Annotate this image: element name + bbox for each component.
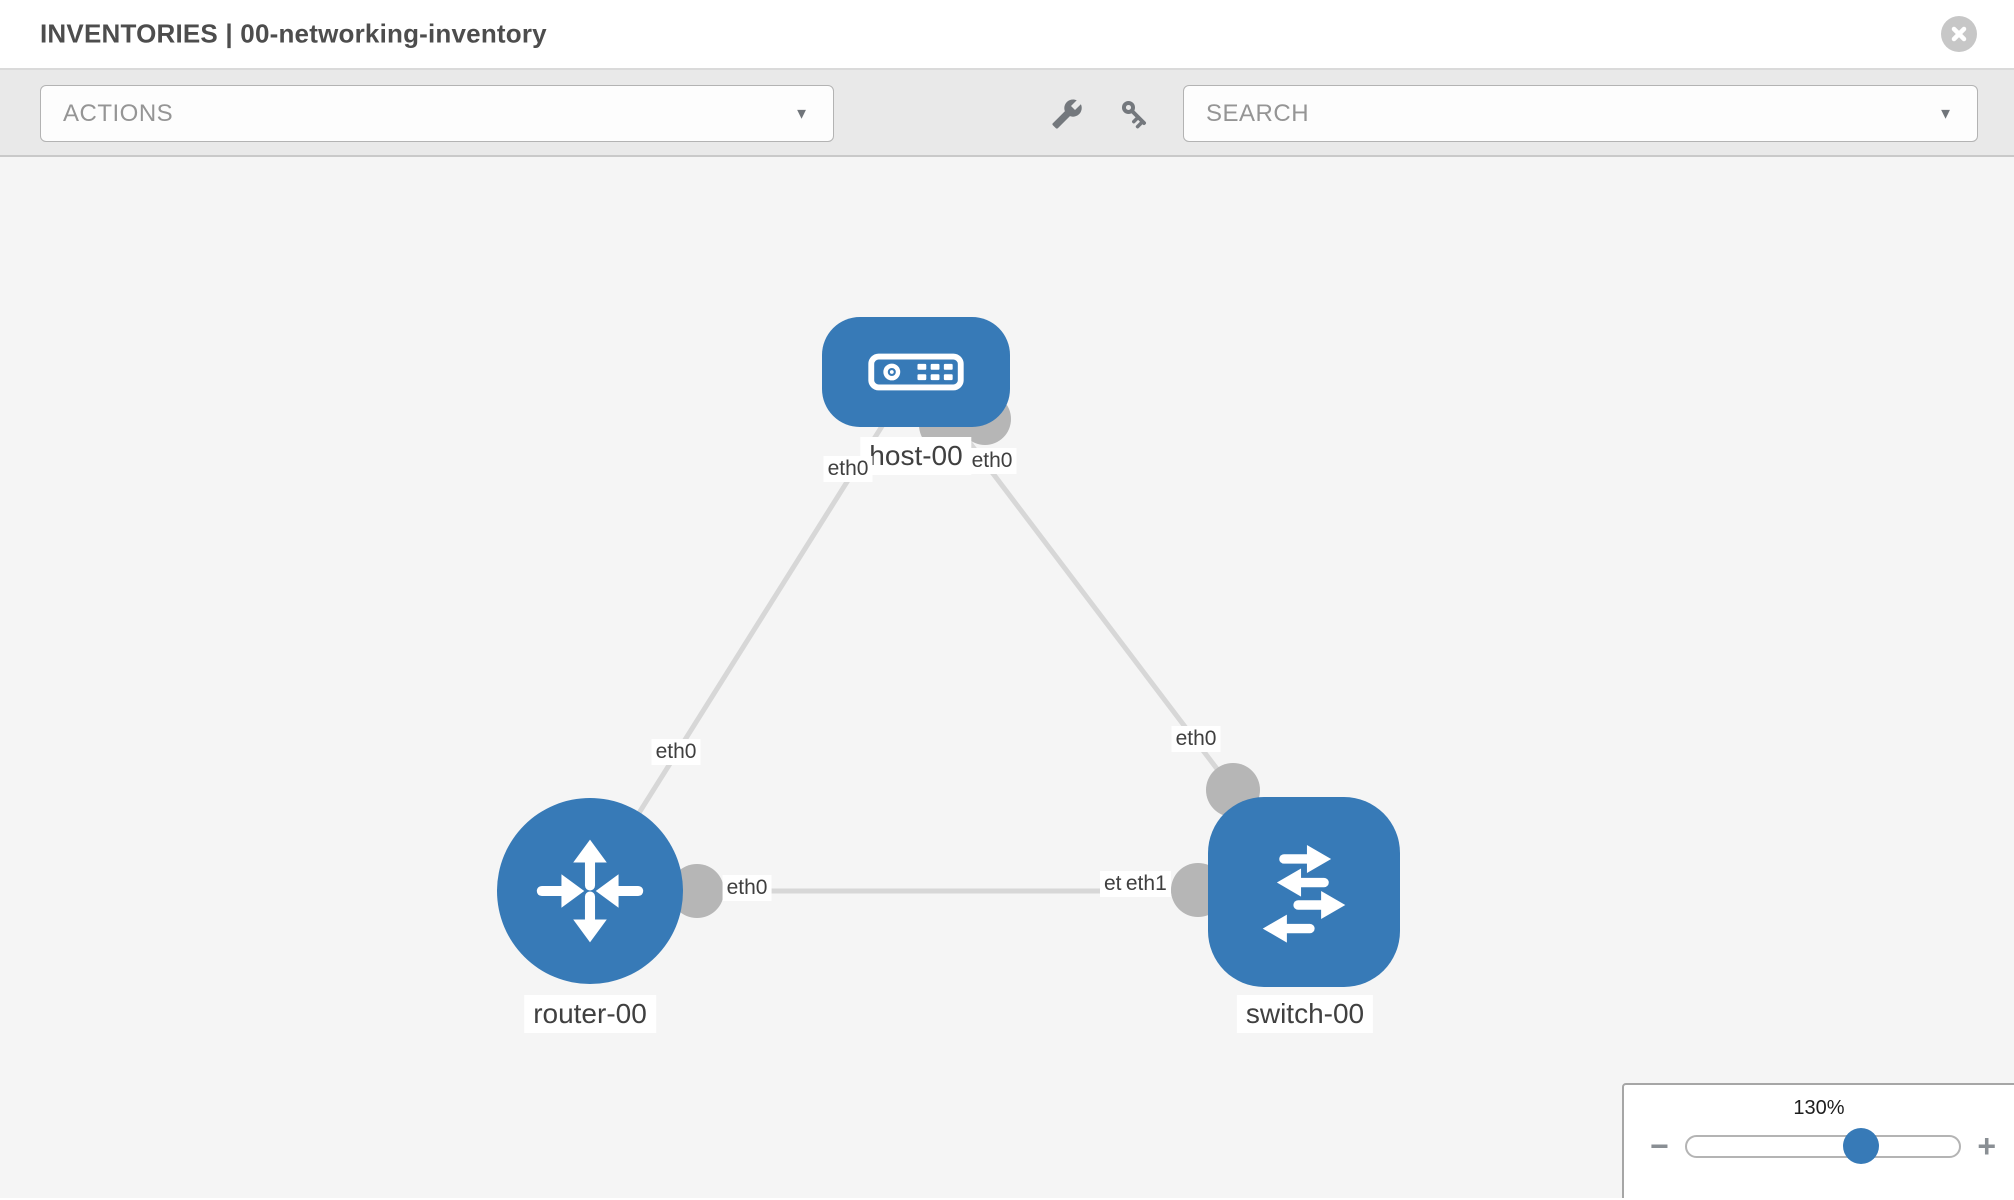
wrench-icon [1052, 99, 1082, 129]
zoom-slider-track[interactable] [1684, 1128, 1962, 1164]
page-title: INVENTORIES | 00-networking-inventory [40, 18, 547, 49]
node-switch[interactable] [1208, 797, 1400, 987]
chevron-down-icon: ▼ [1938, 105, 1953, 122]
port-label: eth0 [722, 875, 772, 901]
node-host[interactable] [822, 317, 1010, 427]
close-button[interactable] [1941, 16, 1977, 52]
close-icon [1951, 26, 1967, 42]
key-button[interactable] [1115, 94, 1155, 134]
zoom-in-button[interactable]: + [1977, 1128, 1996, 1164]
toolbar: ACTIONS ▼ SEARCH ▼ [0, 70, 2014, 157]
search-dropdown[interactable]: SEARCH ▼ [1183, 85, 1978, 142]
topology-links-layer [587, 370, 1304, 918]
port-label: eth0 [1171, 726, 1221, 752]
node-label-switch: switch-00 [1236, 995, 1374, 1033]
router-icon [536, 839, 644, 943]
host-icon [868, 353, 964, 391]
node-label-host: host-00 [860, 437, 972, 475]
actions-dropdown[interactable]: ACTIONS ▼ [40, 85, 834, 142]
zoom-panel: 130% − + [1622, 1083, 2014, 1198]
search-label: SEARCH [1206, 99, 1310, 127]
node-router[interactable] [497, 798, 683, 984]
zoom-out-button[interactable]: − [1650, 1128, 1669, 1164]
header-bar: INVENTORIES | 00-networking-inventory [0, 0, 2014, 70]
actions-label: ACTIONS [63, 99, 174, 127]
port-label: eth1 [1121, 871, 1171, 897]
port-label: eth0 [823, 456, 873, 482]
node-label-router: router-00 [524, 995, 656, 1033]
key-icon [1121, 100, 1146, 129]
topology-canvas[interactable]: host-00 router-00 switch-00 eth0 eth0 et… [0, 157, 2014, 1198]
port-label: eth0 [967, 448, 1017, 474]
wrench-button[interactable] [1047, 94, 1087, 134]
switch-icon [1262, 844, 1346, 943]
chevron-down-icon: ▼ [794, 105, 809, 122]
port-circle-router-right [670, 864, 724, 918]
zoom-value: 130% [1793, 1097, 1845, 1119]
port-label: eth0 [651, 739, 701, 765]
zoom-slider-thumb[interactable] [1843, 1128, 1880, 1164]
